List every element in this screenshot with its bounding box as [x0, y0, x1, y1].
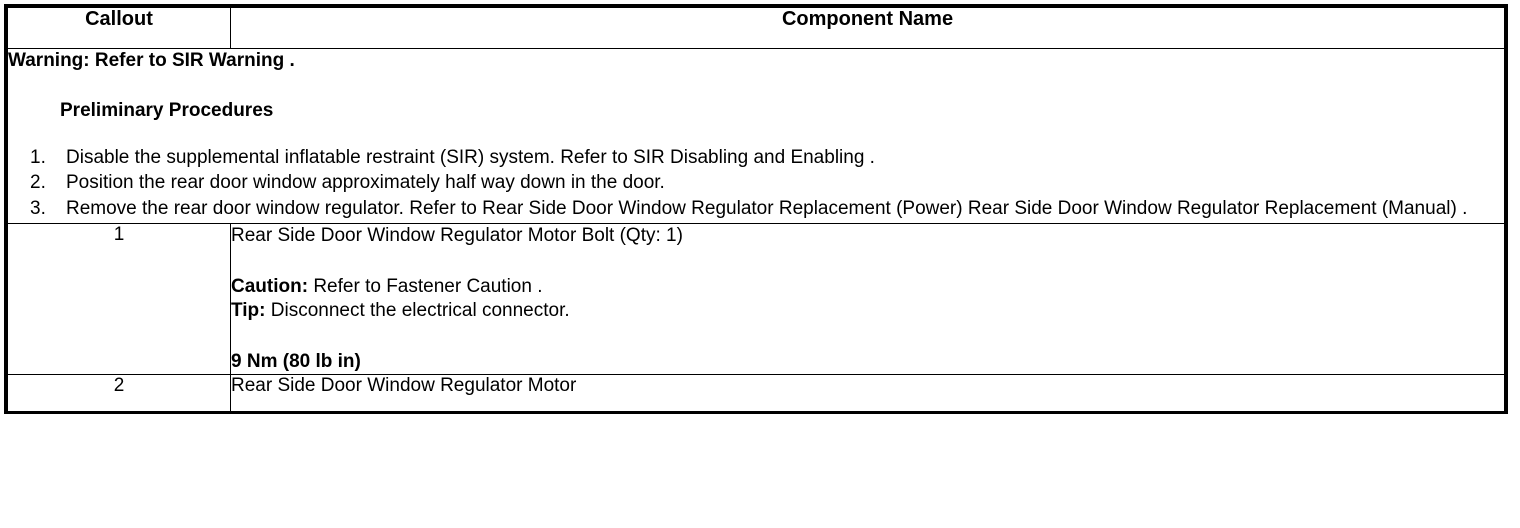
column-header-component-name: Component Name — [230, 7, 1505, 49]
table-header: Callout Component Name — [7, 7, 1505, 49]
list-item: Disable the supplemental inflatable rest… — [30, 146, 875, 170]
preliminary-row: Warning: Refer to SIR Warning . Prelimin… — [7, 48, 1505, 224]
preliminary-procedures-cell: Warning: Refer to SIR Warning . Prelimin… — [7, 48, 1505, 224]
preliminary-steps-list: Disable the supplemental inflatable rest… — [8, 146, 1504, 222]
list-item: Remove the rear door window regulator. R… — [30, 197, 1468, 221]
column-header-callout: Callout — [7, 7, 231, 49]
list-item: Position the rear door window approximat… — [30, 171, 665, 195]
spacer — [231, 248, 1504, 275]
tip-note: Tip: Disconnect the electrical connector… — [231, 299, 1504, 323]
callout-number-1: 1 — [7, 222, 231, 375]
preliminary-procedures-heading: Preliminary Procedures — [60, 100, 274, 122]
torque-spec: 9 Nm (80 lb in) — [231, 350, 361, 372]
table-body: Warning: Refer to SIR Warning . Prelimin… — [7, 48, 1505, 411]
table-row: 2 Rear Side Door Window Regulator Motor — [7, 373, 1505, 411]
procedure-table: Callout Component Name Warning: Refer to… — [7, 7, 1505, 411]
tip-text: Disconnect the electrical connector. — [265, 300, 570, 322]
sir-warning-text: Warning: Refer to SIR Warning . — [8, 50, 295, 71]
component-title: Rear Side Door Window Regulator Motor Bo… — [231, 224, 683, 246]
component-detail-1: Rear Side Door Window Regulator Motor Bo… — [230, 222, 1505, 375]
spacer — [231, 324, 1504, 350]
header-row: Callout Component Name — [7, 7, 1505, 49]
caution-label: Caution: — [231, 276, 309, 297]
component-detail-2: Rear Side Door Window Regulator Motor — [230, 373, 1505, 411]
callout-number-2: 2 — [7, 373, 231, 411]
procedure-table-container: Callout Component Name Warning: Refer to… — [4, 4, 1508, 414]
tip-label: Tip: — [231, 300, 266, 322]
caution-text: Refer to Fastener Caution . — [308, 276, 543, 297]
table-row: 1 Rear Side Door Window Regulator Motor … — [7, 222, 1505, 375]
caution-note: Caution: Refer to Fastener Caution . — [231, 275, 1504, 299]
